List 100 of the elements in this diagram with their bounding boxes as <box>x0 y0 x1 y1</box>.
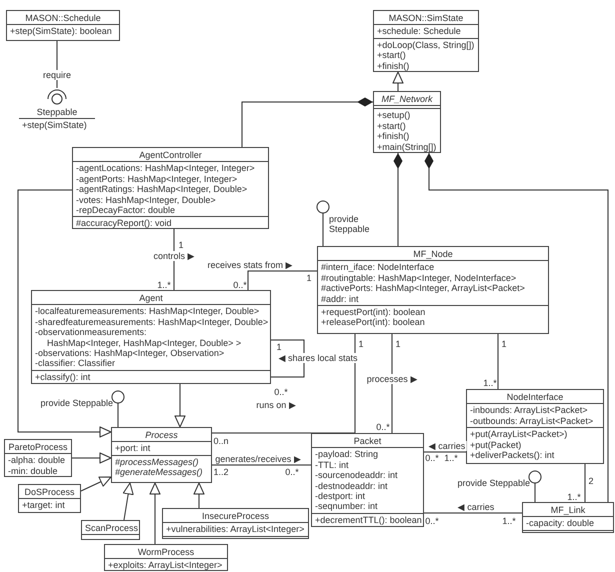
multiplicity-label: 1 <box>396 339 400 349</box>
class-box <box>31 290 271 384</box>
class-box <box>311 433 424 527</box>
method-text: +requestPort(int): boolean <box>321 307 426 318</box>
attribute-text: -min: double <box>8 466 59 476</box>
multiplicity-label: 1 <box>178 240 184 250</box>
class-box <box>81 520 140 540</box>
class-box <box>522 502 614 533</box>
attribute-text: -agentRatings: HashMap<Integer, Double> <box>76 184 248 195</box>
attribute-text: +exploits: ArrayList<Integer> <box>108 560 224 571</box>
association-line <box>248 270 318 290</box>
association-line <box>322 236 324 246</box>
class-name: MASON::Schedule <box>24 13 102 24</box>
attribute-text: -sourcenodeaddr: int <box>315 470 399 481</box>
class-name: DoSProcess <box>23 487 76 498</box>
attribute-text: -agentLocations: HashMap<Integer, Integer> <box>76 163 256 174</box>
class-box <box>317 246 549 334</box>
method-text: +put(ArrayList<Packet>) <box>470 429 568 440</box>
class-name: MF_Network <box>380 94 434 104</box>
multiplicity-label: 0..* <box>274 387 288 397</box>
multiplicity-label: 1..* <box>502 516 516 526</box>
attribute-text: -alpha: double <box>8 455 66 466</box>
class-box <box>373 10 479 72</box>
class-name: AgentController <box>138 150 203 160</box>
class-name: ScanProcess <box>85 523 136 534</box>
attribute-text: +schedule: Schedule <box>377 26 462 37</box>
class-box <box>111 427 212 483</box>
edge-label: require <box>42 70 72 80</box>
class-name: Process <box>144 430 179 440</box>
method-text: +decrementTTL(): boolean <box>315 514 420 526</box>
attribute-text: -seqnumber: int <box>315 501 379 512</box>
multiplicity-label: 0..* <box>233 280 247 290</box>
interface-name: Steppable <box>36 107 78 118</box>
multiplicity-label: 0..* <box>376 422 390 432</box>
method-text: +deliverPackets(): int <box>470 450 556 460</box>
attribute-text: -classifier: Classifier <box>35 358 116 369</box>
multiplicity-label: 1..* <box>483 378 497 388</box>
class-name: MF_Link <box>550 505 586 516</box>
attribute-text: -agentPorts: HashMap<Integer, Integer> <box>76 174 238 184</box>
generalization-arrow <box>194 482 204 508</box>
edge-label: receives stats from ▶ <box>206 260 294 270</box>
edge-label: generates/receives ▶ <box>214 454 302 464</box>
multiplicity-label: 1..* <box>157 280 171 290</box>
method-text: +start() <box>377 50 407 61</box>
class-name: WormProcess <box>136 547 196 558</box>
interface-label: provide Steppable <box>40 398 113 408</box>
method-text: +releasePort(int): boolean <box>321 317 426 328</box>
class-name: MF_Node <box>412 249 454 260</box>
class-name: InsecureProcess <box>200 511 270 522</box>
class-box <box>162 508 309 539</box>
edge-label: ◀ carries <box>456 502 496 512</box>
multiplicity-label: 2 <box>588 476 594 486</box>
multiplicity-label: 1..2 <box>214 467 228 477</box>
edge-label: ◀ shares local stats <box>277 353 359 363</box>
attribute-text: -capacity: double <box>526 518 596 529</box>
method-text: +put(Packet) <box>470 440 522 450</box>
attribute-text: HashMap<Integer, HashMap<Integer, Double> > <box>46 338 242 348</box>
generalization-arrow <box>122 482 134 520</box>
class-name: ParetoProcess <box>8 442 68 452</box>
class-name: Packet <box>352 436 382 446</box>
edge-label: controls ▶ <box>152 251 196 261</box>
multiplicity-label: 0..n <box>214 436 228 446</box>
multiplicity-label: 0..* <box>425 516 439 526</box>
class-name: MASON::SimState <box>388 13 464 24</box>
method-text: +finish() <box>377 131 410 142</box>
attribute-text: -localfeaturemeasurements: HashMap<Integer, Double> <box>35 306 260 317</box>
generalization-arrow <box>80 476 112 492</box>
multiplicity-label: 1 <box>306 273 312 283</box>
attribute-text: +vulnerabilities: ArrayList<Integer> <box>166 524 305 535</box>
association-line <box>270 340 304 378</box>
association-line <box>212 464 312 466</box>
method-text: #accuracyReport(): void <box>76 218 173 229</box>
class-box <box>18 484 81 513</box>
edge-label: processes ▶ <box>366 374 418 384</box>
association-line <box>534 492 536 502</box>
attribute-text: -destport: int <box>315 491 366 502</box>
composition-line <box>394 152 402 246</box>
multiplicity-label: 0..* <box>425 453 439 463</box>
method-text: +start() <box>377 120 407 132</box>
attribute-text: -payload: String <box>315 449 380 460</box>
method-text: +doLoop(Class, String[]) <box>377 40 475 50</box>
generalization-arrow <box>150 482 160 544</box>
edge-label: ◀ carries <box>428 441 466 451</box>
interface-label: provide Steppable <box>457 478 530 488</box>
multiplicity-label: 1 <box>502 339 506 349</box>
class-box <box>72 147 269 229</box>
multiplicity-label: 1 <box>358 339 364 349</box>
class-box <box>6 10 120 41</box>
attribute-text: +target: int <box>22 500 66 511</box>
multiplicity-label: 1..* <box>444 453 458 463</box>
method-text: +main(String[]) <box>377 142 437 152</box>
class-box <box>466 389 604 464</box>
attribute-text: -destnodeaddr: int <box>315 480 389 492</box>
class-box <box>4 439 72 477</box>
method-text: #generateMessages() <box>115 467 204 478</box>
attribute-text: -sharedfeaturemeasurements: HashMap<Integer, Double> <box>35 316 267 328</box>
attribute-text: #routingtable: HashMap<Integer, NodeInterface> <box>321 272 518 284</box>
generalization-arrow <box>392 72 404 92</box>
attribute-text: -observationmeasurements: <box>35 327 148 338</box>
method-text: +finish() <box>377 60 410 72</box>
